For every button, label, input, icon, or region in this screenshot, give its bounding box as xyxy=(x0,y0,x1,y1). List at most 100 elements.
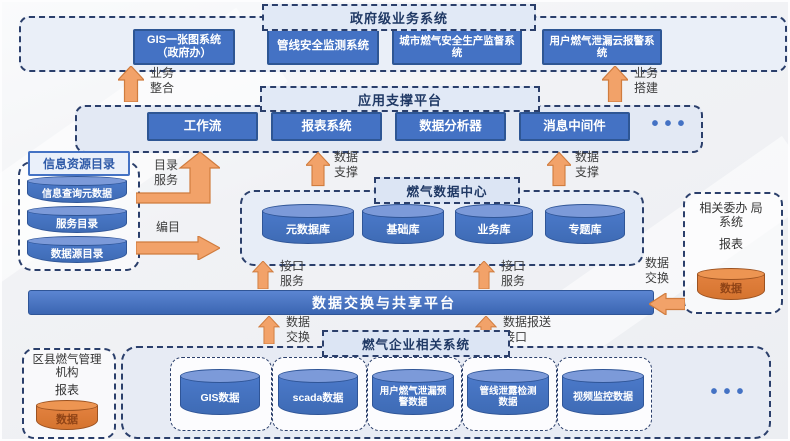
label-business-build: 业务 搭建 xyxy=(634,66,658,96)
cylinder-metadata-db: 元数据库 xyxy=(262,204,354,244)
cylinder-label: 用户燃气泄漏预警数据 xyxy=(379,386,447,408)
label-line: 业务 xyxy=(150,66,175,80)
label-line: 数据 xyxy=(286,315,311,329)
more-modules-ellipsis: ••• xyxy=(651,113,691,135)
cylinder-top xyxy=(262,204,354,218)
module-data-analyzer: 数据分析器 xyxy=(395,112,506,141)
cylinder-body: 用户燃气泄漏预警数据 xyxy=(372,376,454,415)
arrow-right-icon xyxy=(136,236,220,260)
cylinder-label: 信息查询元数据 xyxy=(42,188,112,200)
county-name: 区县燃气管理 xyxy=(32,354,102,366)
cylinder-top xyxy=(455,204,533,218)
cylinder-business-db: 业务库 xyxy=(455,204,533,244)
label-line: 支撑 xyxy=(334,165,359,179)
cylinder-user-leak-data: 用户燃气泄漏预警数据 xyxy=(372,369,454,415)
cylinder-top xyxy=(27,176,127,186)
cylinder-top xyxy=(697,268,765,280)
cylinder-top xyxy=(278,369,358,383)
system-box-city-gas-supervision: 城市燃气安全生产监督系统 xyxy=(392,29,522,65)
cylinder-label: 元数据库 xyxy=(286,223,330,236)
cylinder-body: 基础库 xyxy=(362,211,444,244)
label-line: 服务 xyxy=(154,173,179,187)
cylinder-label: 专题库 xyxy=(568,223,602,236)
module-report-system: 报表系统 xyxy=(271,112,382,141)
system-box-user-leak-alarm: 用户燃气泄漏云报警系统 xyxy=(542,29,662,65)
label-catalog-service: 目录 服务 xyxy=(154,158,178,188)
label-data-support: 数据 支撑 xyxy=(575,150,599,180)
label-line: 服务 xyxy=(501,274,526,288)
cylinder-top xyxy=(372,369,454,383)
cylinder-top xyxy=(545,204,625,218)
cylinder-label: 基础库 xyxy=(386,223,420,236)
label-line: 支撑 xyxy=(575,165,600,179)
label-line: 接口 xyxy=(501,259,526,273)
cylinder-top xyxy=(27,236,127,246)
label-line: 数据 xyxy=(575,150,600,164)
label-line: 数据 xyxy=(645,256,670,270)
label-interface-service: 接口 服务 xyxy=(501,259,525,289)
label-line: 数据报送 xyxy=(503,315,552,329)
more-sources-ellipsis: ••• xyxy=(710,381,750,403)
cylinder-label: 视频监控数据 xyxy=(573,392,633,404)
label-data-support: 数据 支撑 xyxy=(334,150,358,180)
label-line: 业务 xyxy=(634,66,659,80)
cylinder-label: GIS数据 xyxy=(200,391,240,404)
cylinder-label: 数据 xyxy=(720,283,742,296)
cylinder-label: 管线泄露检测数据 xyxy=(479,386,537,408)
system-box-gis-map: GIS一张图系统（政府办） xyxy=(133,29,235,65)
cylinder-gis-data: GIS数据 xyxy=(180,369,260,415)
arrow-up-icon xyxy=(602,66,628,102)
arrow-up-icon xyxy=(252,261,274,289)
arrow-up-icon xyxy=(306,151,330,187)
cylinder-label: 数据源目录 xyxy=(50,248,104,261)
committee-report-label: 报表 xyxy=(718,237,743,251)
cylinder-base-db: 基础库 xyxy=(362,204,444,244)
module-workflow: 工作流 xyxy=(147,112,258,141)
cylinder-top xyxy=(467,369,549,383)
cylinder-theme-db: 专题库 xyxy=(545,204,625,244)
government-systems-title: 政府级业务系统 xyxy=(262,4,536,31)
arrow-left-icon xyxy=(649,293,685,315)
datacenter-title: 燃气数据中心 xyxy=(374,177,520,204)
data-exchange-platform-bar: 数据交换与共享平台 xyxy=(28,290,654,315)
module-message-middleware: 消息中间件 xyxy=(519,112,630,141)
cylinder-county-data: 数据 xyxy=(36,400,98,430)
cylinder-label: 数据 xyxy=(56,413,78,426)
cylinder-video-data: 视频监控数据 xyxy=(562,369,644,415)
label-line: 接口 xyxy=(503,330,528,344)
arrow-up-icon xyxy=(118,66,144,102)
cylinder-pipeline-leak-data: 管线泄露检测数据 xyxy=(467,369,549,415)
label-line: 服务 xyxy=(280,274,305,288)
committee-name: 相关委办 局 xyxy=(699,201,763,215)
enterprise-title: 燃气企业相关系统 xyxy=(322,330,510,357)
cylinder-top xyxy=(27,206,127,216)
app-platform-title: 应用支撑平台 xyxy=(260,86,540,112)
label-line: 交换 xyxy=(645,271,670,285)
cylinder-top xyxy=(562,369,644,383)
cylinder-info-query-metadata: 信息查询元数据 xyxy=(27,176,127,203)
arrow-up-icon xyxy=(547,151,571,187)
cylinder-scada-data: scada数据 xyxy=(278,369,358,415)
label-data-exchange: 数据 交换 xyxy=(645,256,669,286)
label-line: 接口 xyxy=(280,259,305,273)
cylinder-top xyxy=(36,400,98,411)
cylinder-top xyxy=(180,369,260,383)
cylinder-label: 服务目录 xyxy=(56,218,98,231)
label-data-exchange: 数据 交换 xyxy=(286,315,310,345)
arrow-up-icon xyxy=(258,316,280,344)
county-name-line2: 机构 xyxy=(55,367,79,379)
arrow-up-icon xyxy=(473,261,495,289)
label-line: 搭建 xyxy=(634,81,659,95)
info-catalog-title: 信息资源目录 xyxy=(28,151,130,176)
cylinder-datasource-catalog: 数据源目录 xyxy=(27,236,127,263)
label-business-integration: 业务 整合 xyxy=(150,66,174,96)
cylinder-service-catalog: 服务目录 xyxy=(27,206,127,233)
label-line: 目录 xyxy=(154,158,179,172)
label-line: 数据 xyxy=(334,150,359,164)
system-box-pipeline-monitor: 管线安全监测系统 xyxy=(267,29,379,65)
cylinder-label: 业务库 xyxy=(477,223,511,236)
label-data-report-interface: 数据报送 接口 xyxy=(503,315,551,345)
label-interface-service: 接口 服务 xyxy=(280,259,304,289)
label-cataloging: 编目 xyxy=(156,220,181,234)
